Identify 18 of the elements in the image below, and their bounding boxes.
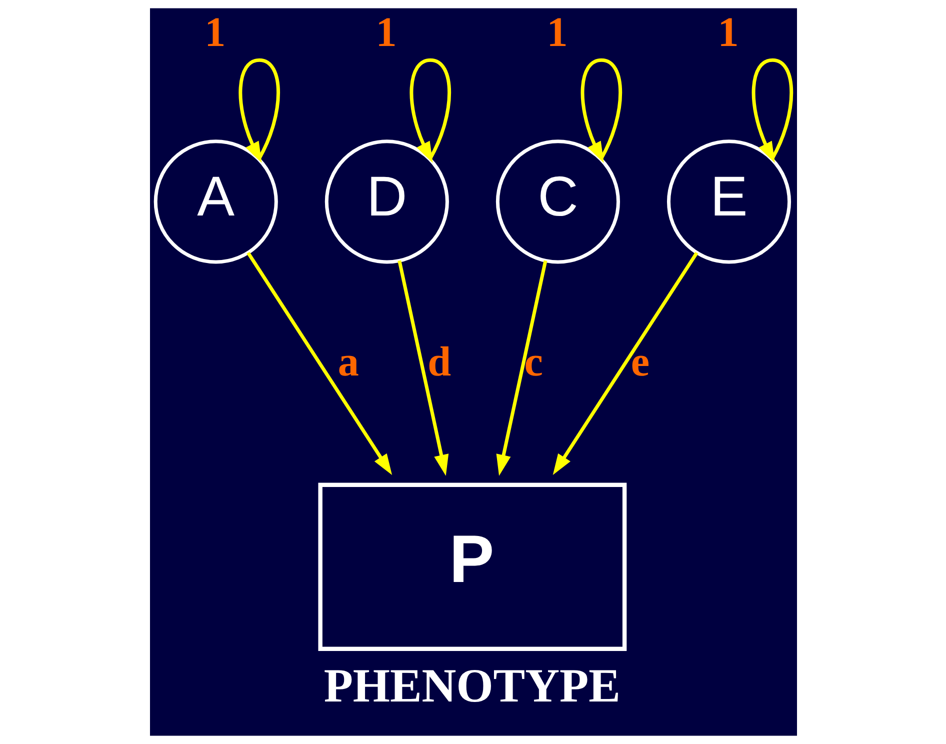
arrow (238, 58, 280, 163)
edge-label: a (337, 340, 358, 386)
edge-label: e (630, 340, 650, 386)
arrow (397, 260, 448, 476)
edge-label: 1 (375, 10, 396, 56)
arrow (751, 58, 793, 163)
node-label: PHENOTYPE (323, 660, 620, 713)
edge-label: c (524, 340, 542, 386)
arrow (496, 260, 547, 476)
arrow (580, 58, 622, 163)
node-box: P (318, 482, 626, 651)
edge-label: 1 (717, 10, 738, 56)
edge-label: 1 (204, 10, 226, 56)
arrow (246, 252, 392, 475)
edge-label: d (427, 340, 450, 386)
arrow (552, 252, 698, 475)
arrow (409, 58, 451, 163)
edge-label: 1 (546, 10, 568, 56)
